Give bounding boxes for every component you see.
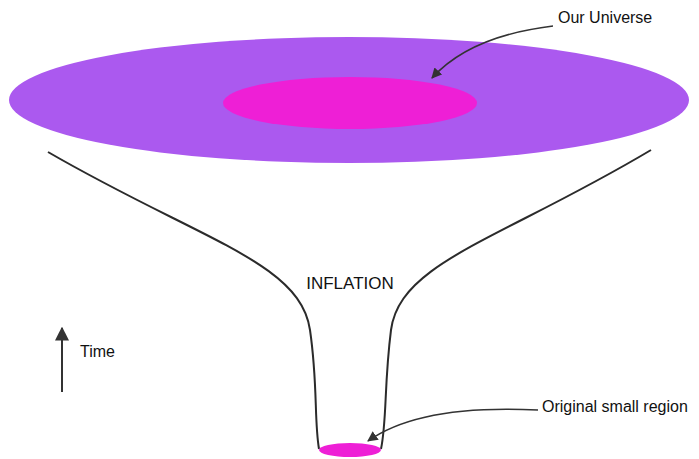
- our-universe-region: [223, 77, 477, 129]
- original-region: [319, 443, 381, 457]
- region-label: Original small region: [542, 397, 688, 416]
- time-arrow: [61, 328, 63, 392]
- axis-label: Time: [80, 342, 115, 361]
- leader-arrow: [432, 26, 553, 78]
- funnel-wall: [48, 152, 319, 449]
- phase-label: INFLATION: [306, 274, 394, 294]
- region-label: Our Universe: [558, 8, 652, 27]
- leader-arrow: [368, 409, 538, 441]
- universe-disc: [9, 37, 689, 163]
